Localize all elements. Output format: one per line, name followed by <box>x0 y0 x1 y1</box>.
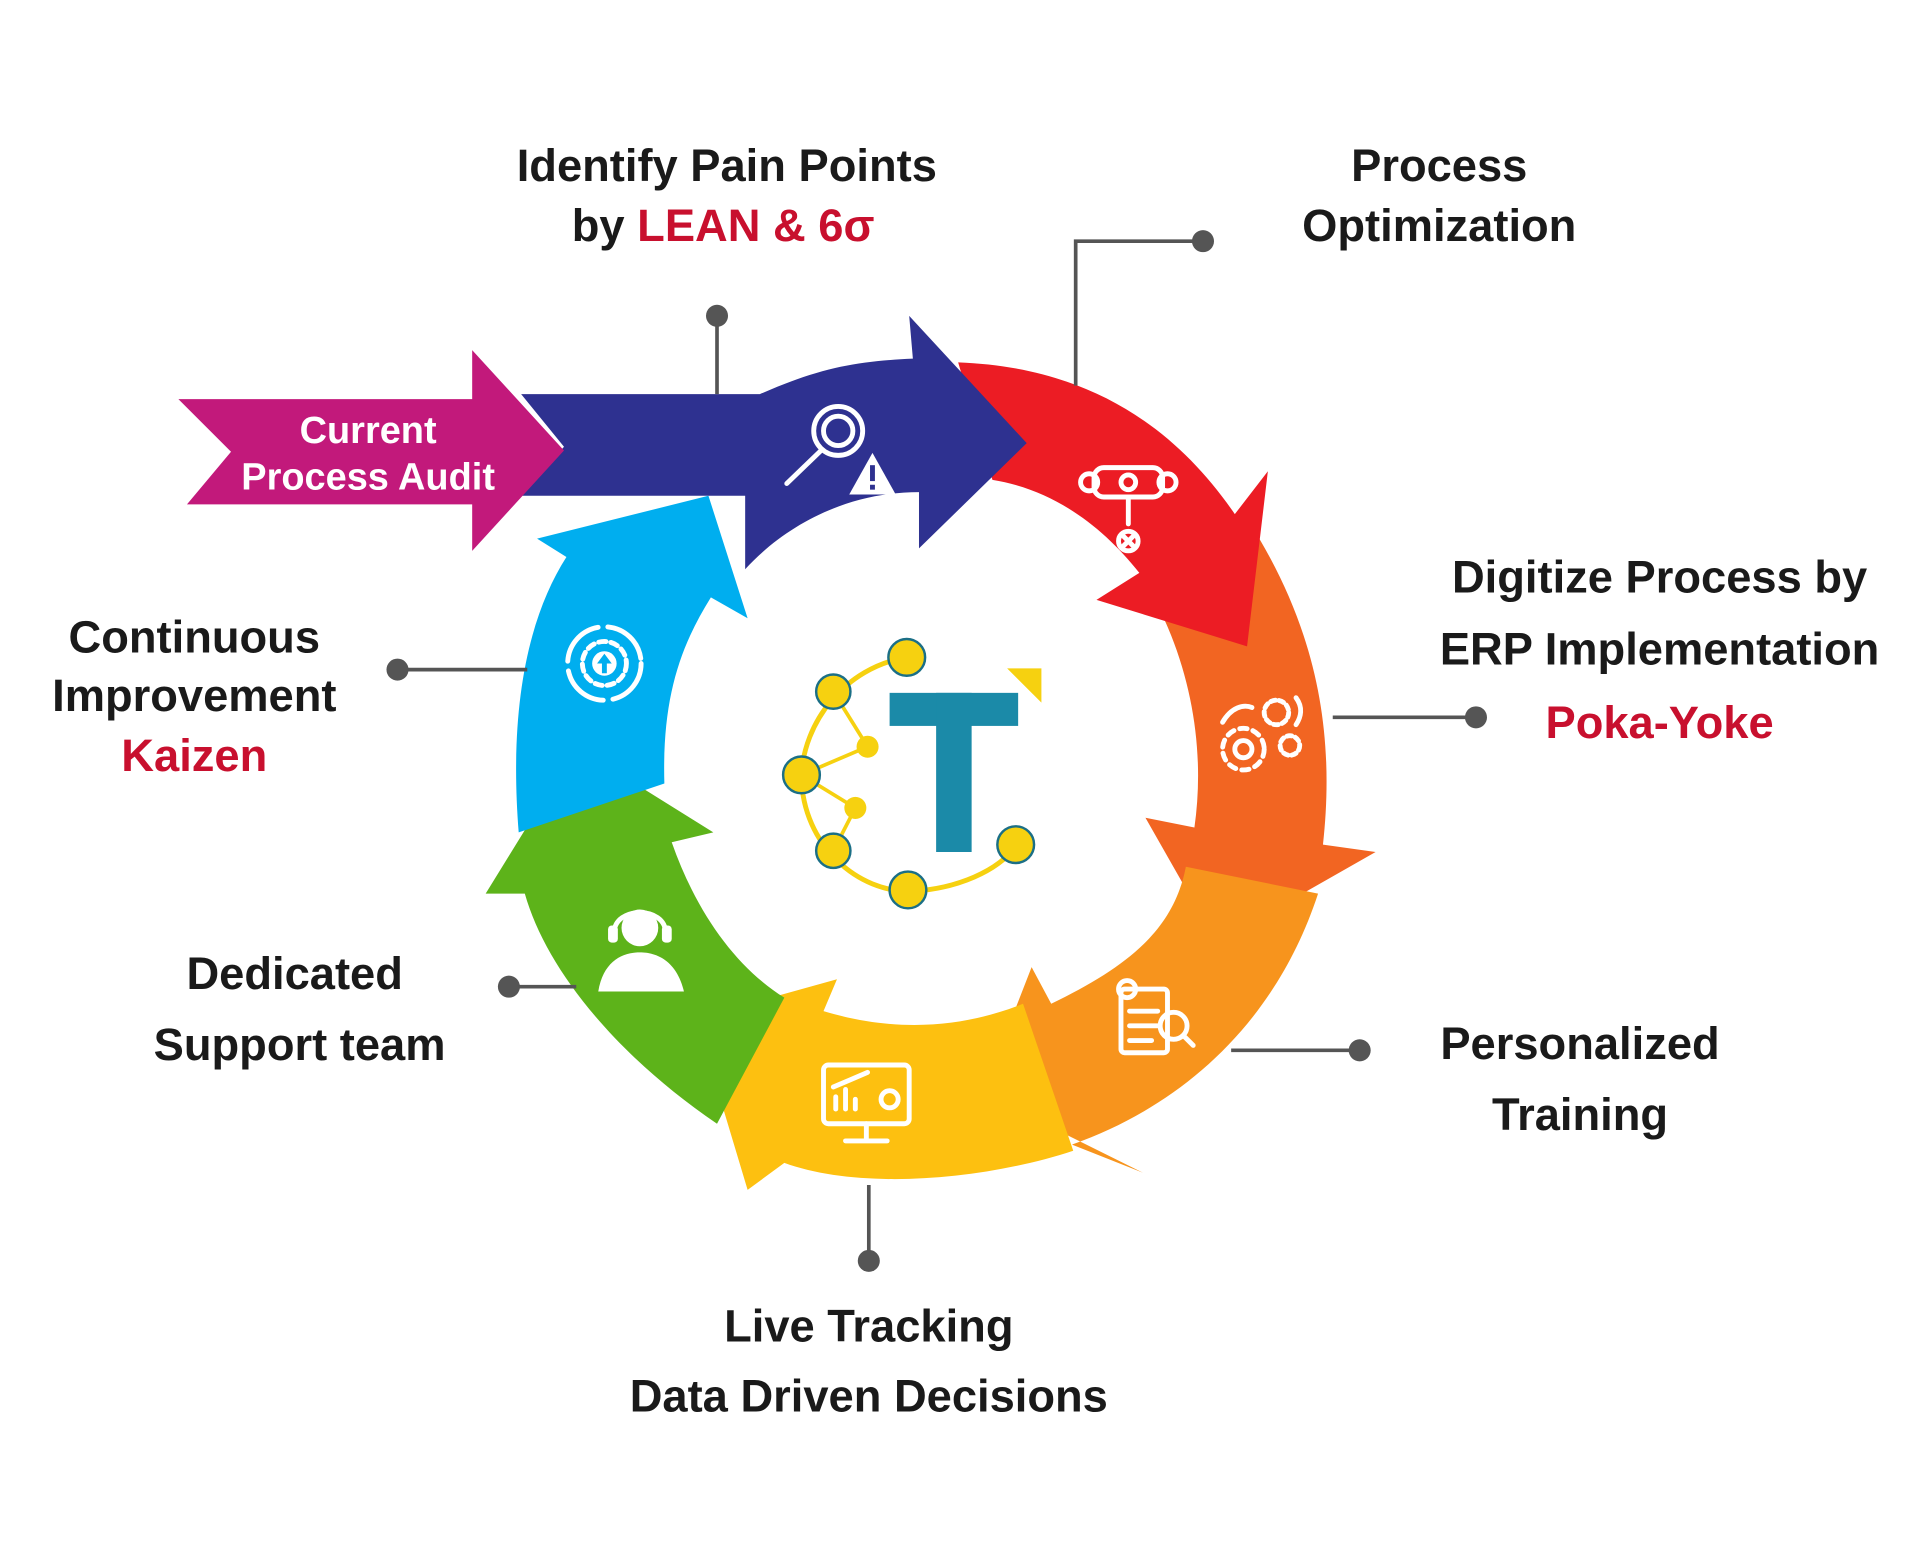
training-line1: Personalized <box>1440 1018 1719 1069</box>
identify-line2-highlight: LEAN & 6σ <box>637 200 874 251</box>
segment-improvement <box>516 495 748 833</box>
headset-agent-icon <box>598 909 684 992</box>
tracking-line1: Live Tracking <box>724 1301 1013 1352</box>
digitize-line2: ERP Implementation <box>1440 624 1879 675</box>
training-line2: Training <box>1492 1089 1668 1140</box>
label-digitize: Digitize Process by ERP Implementation P… <box>1440 551 1879 748</box>
label-identify: Identify Pain Points by LEAN & 6σ <box>517 140 937 251</box>
connectors <box>386 230 1487 1272</box>
search-warning-icon <box>784 403 896 495</box>
identify-line2: by LEAN & 6σ <box>572 200 875 251</box>
label-training: Personalized Training <box>1440 1018 1719 1140</box>
digitize-line3: Poka-Yoke <box>1546 697 1774 748</box>
monitor-chart-icon <box>821 1062 912 1144</box>
identify-line1: Identify Pain Points <box>517 140 937 191</box>
improvement-line3: Kaizen <box>121 730 267 781</box>
center-logo <box>781 637 1042 910</box>
improvement-line2: Improvement <box>52 670 336 721</box>
digitize-line1: Digitize Process by <box>1452 551 1867 602</box>
tracking-line2: Data Driven Decisions <box>630 1370 1108 1421</box>
label-tracking: Live Tracking Data Driven Decisions <box>630 1301 1108 1422</box>
checklist-icon <box>1116 978 1196 1056</box>
support-line1: Dedicated <box>186 948 402 999</box>
improvement-line1: Continuous <box>69 611 321 662</box>
label-optimization: Process Optimization <box>1302 140 1576 251</box>
segment-current-audit <box>178 350 564 551</box>
segment-training <box>982 866 1319 1173</box>
label-support: Dedicated Support team <box>154 948 446 1070</box>
current-audit-line1: Current <box>300 410 437 452</box>
gear-cycle-icon <box>565 624 644 703</box>
workflow-gear-icon <box>1078 465 1179 554</box>
optimization-line2: Optimization <box>1302 200 1576 251</box>
support-line2: Support team <box>154 1019 446 1070</box>
current-audit-line2: Process Audit <box>241 457 495 499</box>
segment-identify <box>521 315 1027 570</box>
segment-optimization <box>958 362 1268 647</box>
label-improvement: Continuous Improvement Kaizen <box>52 611 336 781</box>
optimization-line1: Process <box>1351 140 1527 191</box>
gears-icon <box>1220 695 1304 773</box>
segment-tracking <box>696 979 1074 1190</box>
identify-line2-prefix: by <box>572 200 637 251</box>
